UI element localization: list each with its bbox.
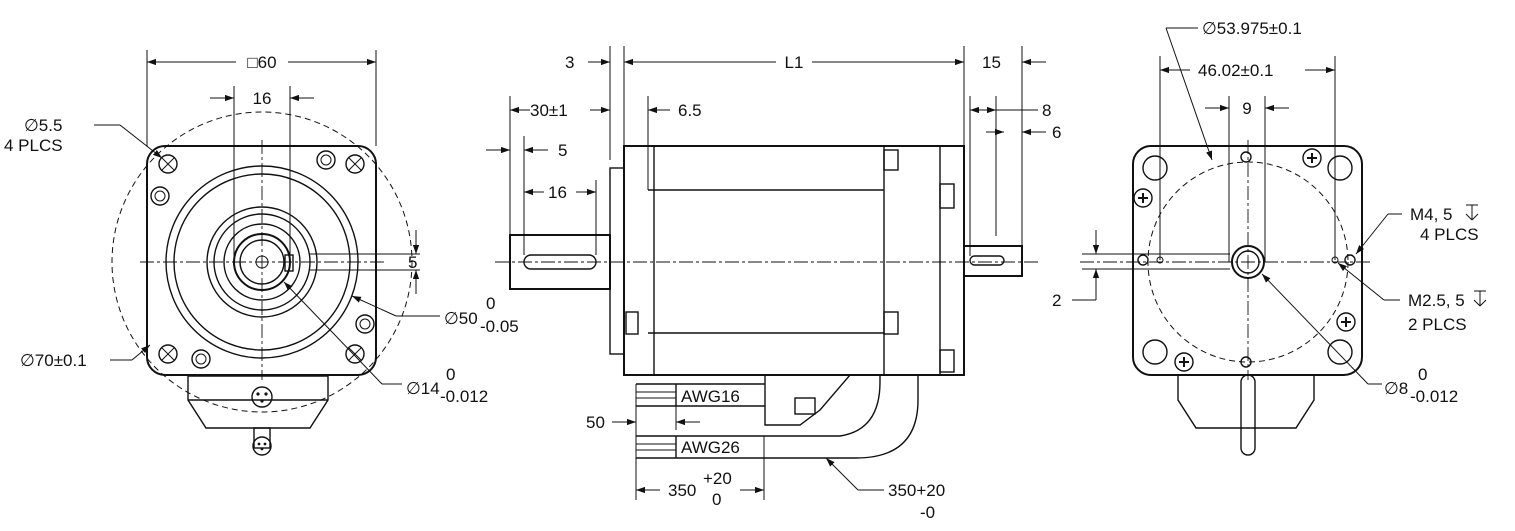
dim-length-l1: L1 [785,53,804,72]
dim-key-offset: 5 [558,141,567,160]
dim-square-60: □60 [247,53,276,72]
mount-holes [158,154,365,364]
dim-shaft-tol-upper: 0 [446,365,455,384]
dim-m4: M4, 5 [1410,205,1453,224]
dim-tail-15: 15 [982,53,1001,72]
dim-m4-qty: 4 PLCS [1420,225,1479,244]
label-awg26: AWG26 [681,438,740,457]
label-awg16: AWG16 [681,387,740,406]
motor-body [623,145,965,376]
bolt-circle [111,111,413,413]
dim-pilot-tol-upper: 0 [486,294,495,313]
dim-key-length: 16 [548,183,567,202]
dim-lead-a-tol-lower: 0 [712,490,721,509]
dim-key-width: 5 [408,253,417,272]
dim-hole-dia: ∅5.5 [24,116,62,135]
dim-rear-spacing: 46.02±0.1 [1198,61,1274,80]
dim-rear-circle: ∅53.975±0.1 [1202,19,1302,38]
depth-symbol-m25 [1473,290,1487,307]
dim-rear-8: 8 [1042,101,1051,120]
dim-rear-shaft-dia: ∅8 [1384,379,1408,398]
depth-symbol-m4 [1465,204,1479,221]
dim-m25-qty: 2 PLCS [1408,315,1467,334]
dim-bolt-circle: ∅70±0.1 [20,351,87,370]
rear-shaft [963,245,1023,277]
dim-lead-b: 350+20 [888,481,945,500]
dim-shaft-dia: ∅14 [406,379,440,398]
dim-step-6-5: 6.5 [678,101,702,120]
front-view: □60 16 ∅5.5 4 PLCS ∅70±0.1 5 ∅50 0 -0.05… [4,50,519,456]
front-flange-outline [146,145,377,376]
rear-screws [1133,148,1356,372]
dim-lead-a: 350 [668,481,696,500]
rear-flange-outline [1132,145,1363,376]
dim-rear-9: 9 [1242,99,1251,118]
dim-m25: M2.5, 5 [1408,291,1465,310]
dim-rear-shaft-tol-upper: 0 [1418,365,1427,384]
dim-shaft-30: 30±1 [530,101,568,120]
dim-hole-qty: 4 PLCS [4,136,63,155]
dim-pilot-dia: ∅50 [444,309,478,328]
dim-lead-a-tol-upper: +20 [703,469,732,488]
dim-pilot-tol-lower: -0.05 [480,317,519,336]
dim-front-16: 16 [253,89,272,108]
dim-rear-shaft-tol-lower: -0.012 [1410,387,1458,406]
rear-view: ∅53.975±0.1 46.02±0.1 9 M4, 5 4 PLCS M2.… [1052,19,1487,456]
dim-rear-6: 6 [1052,123,1061,142]
dim-flat-2: 2 [1052,291,1061,310]
dim-flange-3: 3 [565,53,574,72]
dim-shaft-tol-lower: -0.012 [440,387,488,406]
dim-strip-50: 50 [586,413,605,432]
dim-lead-b-tol-lower: -0 [920,503,935,522]
hex-screws [150,150,375,369]
side-view: AWG16 AWG26 3 L1 15 30±1 6.5 [486,46,1061,522]
